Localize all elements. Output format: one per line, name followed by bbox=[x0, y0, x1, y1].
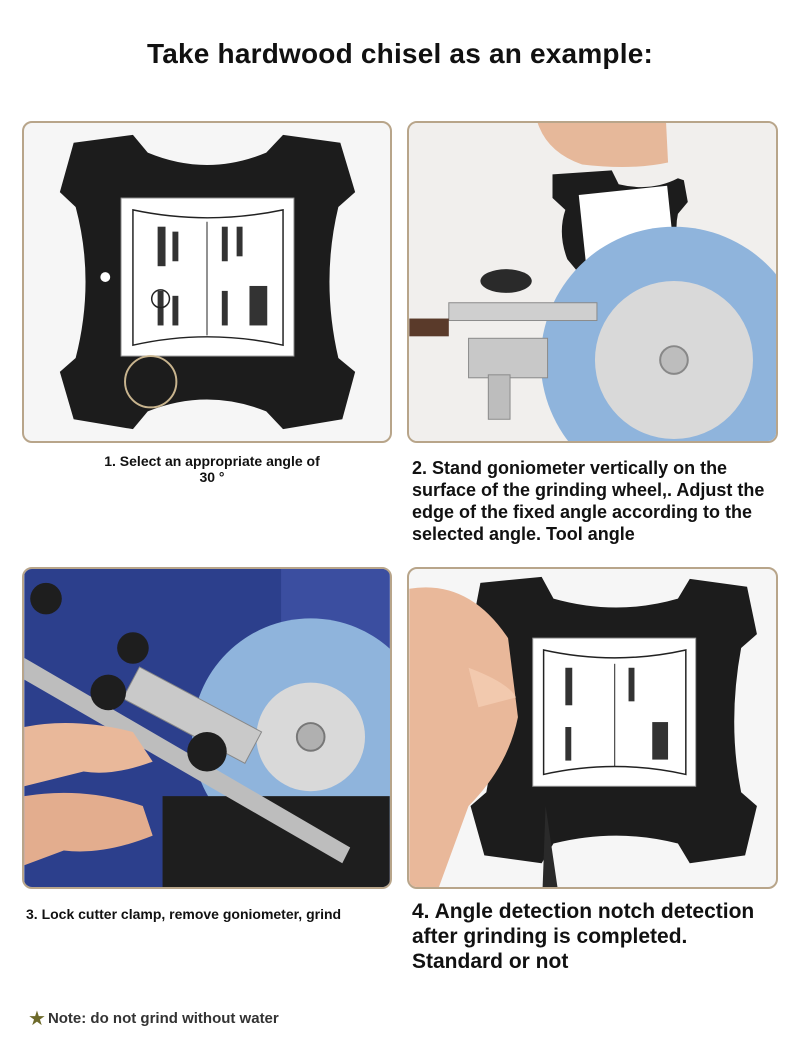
step-4-caption: 4. Angle detection notch detection after… bbox=[412, 900, 755, 973]
step-3-image bbox=[22, 567, 392, 889]
star-icon: ★ bbox=[28, 1008, 46, 1030]
note: ★Note: do not grind without water bbox=[28, 1006, 279, 1031]
note-text: Note: do not grind without water bbox=[47, 1010, 279, 1027]
step-1-caption-line-1: 1. Select an appropriate angle of bbox=[104, 453, 320, 469]
step-2-caption: 2. Stand goniometer vertically on the su… bbox=[412, 458, 765, 544]
step-4-image bbox=[407, 567, 778, 889]
step-1-caption: 1. Select an appropriate angle of 30 ° bbox=[52, 453, 372, 485]
step-1-caption-line-2: 30 ° bbox=[199, 469, 225, 485]
step-3-caption: 3. Lock cutter clamp, remove goniometer,… bbox=[26, 906, 342, 922]
step-2-image bbox=[407, 121, 778, 443]
step-1-image bbox=[22, 121, 392, 443]
page-title: Take hardwood chisel as an example: bbox=[147, 38, 653, 69]
